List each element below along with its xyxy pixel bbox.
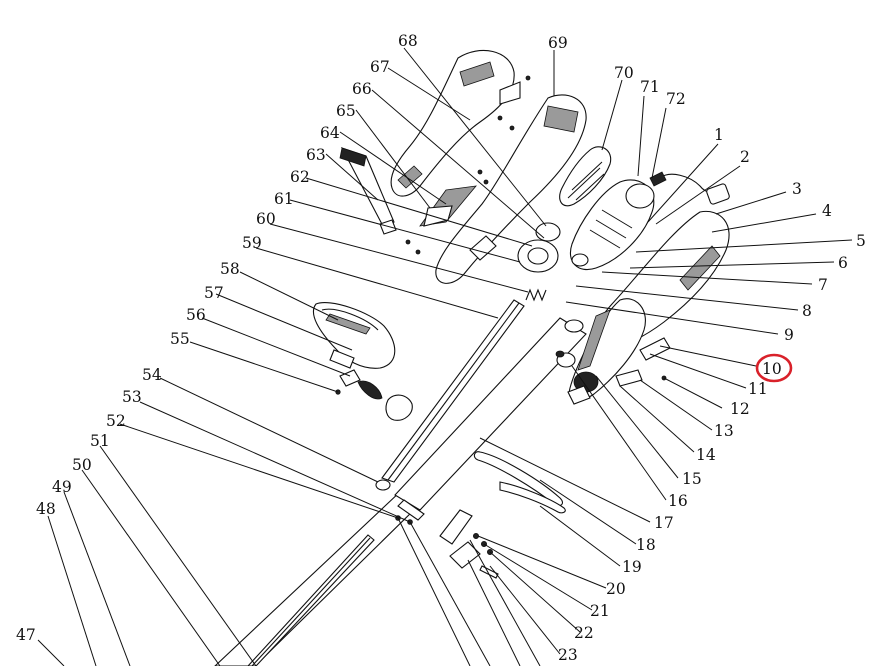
- part-label-12: 12: [730, 400, 750, 418]
- part-label-71: 71: [640, 78, 660, 96]
- part-label-8: 8: [802, 302, 812, 320]
- handle-clamp: [335, 369, 413, 421]
- part-label-16: 16: [668, 492, 688, 510]
- part-label-20: 20: [606, 580, 626, 598]
- part-label-53: 53: [122, 388, 142, 406]
- part-label-23: 23: [558, 646, 578, 664]
- part-label-11: 11: [748, 380, 768, 398]
- part-label-5: 5: [856, 232, 866, 250]
- handle-housing: [435, 94, 587, 284]
- part-label-14: 14: [696, 446, 716, 464]
- part-label-54: 54: [142, 366, 162, 384]
- part-label-56: 56: [186, 306, 206, 324]
- part-number-labels: 1 2 3 4 5 6 7 8 9 10 11 12 13 14 15 16 1…: [16, 32, 866, 664]
- motor: [570, 179, 655, 270]
- part-label-6: 6: [838, 254, 848, 272]
- part-label-2: 2: [740, 148, 750, 166]
- part-label-18: 18: [636, 536, 656, 554]
- part-label-63: 63: [306, 146, 326, 164]
- motor-housing-left: [567, 298, 646, 405]
- part-label-50: 50: [72, 456, 92, 474]
- part-label-19: 19: [622, 558, 642, 576]
- part-label-15: 15: [682, 470, 702, 488]
- part-label-55: 55: [170, 330, 190, 348]
- part-label-60: 60: [256, 210, 276, 228]
- part-label-3: 3: [792, 180, 802, 198]
- spring-part: [525, 288, 547, 302]
- part-label-72: 72: [666, 90, 686, 108]
- part-label-58: 58: [220, 260, 240, 278]
- part-label-22: 22: [574, 624, 594, 642]
- gear-head: [555, 350, 576, 368]
- motor-bracket: [517, 222, 561, 273]
- part-label-21: 21: [590, 602, 610, 620]
- front-handle: [312, 302, 396, 369]
- trigger-lever: [423, 205, 453, 227]
- part-label-57: 57: [204, 284, 224, 302]
- aux-handle: [473, 451, 566, 514]
- part-label-62: 62: [290, 168, 310, 186]
- part-label-52: 52: [106, 412, 126, 430]
- part-label-13: 13: [714, 422, 734, 440]
- part-label-17: 17: [654, 514, 674, 532]
- part-label-10: 10: [762, 360, 782, 378]
- cooling-grille: [559, 146, 612, 207]
- part-label-1: 1: [714, 126, 724, 144]
- part-label-59: 59: [242, 234, 262, 252]
- rear-handle-cover: [390, 49, 521, 197]
- part-label-48: 48: [36, 500, 56, 518]
- strap-clip: [339, 147, 397, 235]
- part-label-51: 51: [90, 432, 110, 450]
- part-label-66: 66: [352, 80, 372, 98]
- part-label-4: 4: [822, 202, 832, 220]
- part-label-7: 7: [818, 276, 828, 294]
- clamp-block: [395, 509, 499, 579]
- part-label-70: 70: [614, 64, 634, 82]
- highlight-circle: [755, 353, 793, 383]
- trigger-plate: [639, 337, 671, 361]
- leader-lines: [37, 47, 853, 666]
- power-plug: [649, 171, 730, 205]
- switch-part: [615, 369, 643, 387]
- main-shaft: [214, 317, 587, 666]
- part-label-64: 64: [320, 124, 340, 142]
- part-label-67: 67: [370, 58, 390, 76]
- part-label-69: 69: [548, 34, 568, 52]
- part-label-47: 47: [16, 626, 36, 644]
- drive-rod: [247, 299, 525, 666]
- part-label-65: 65: [336, 102, 356, 120]
- part-label-61: 61: [274, 190, 294, 208]
- part-label-9: 9: [784, 326, 794, 344]
- screws: [405, 75, 667, 381]
- part-label-68: 68: [398, 32, 418, 50]
- parts-artwork: [214, 49, 730, 666]
- part-label-49: 49: [52, 478, 72, 496]
